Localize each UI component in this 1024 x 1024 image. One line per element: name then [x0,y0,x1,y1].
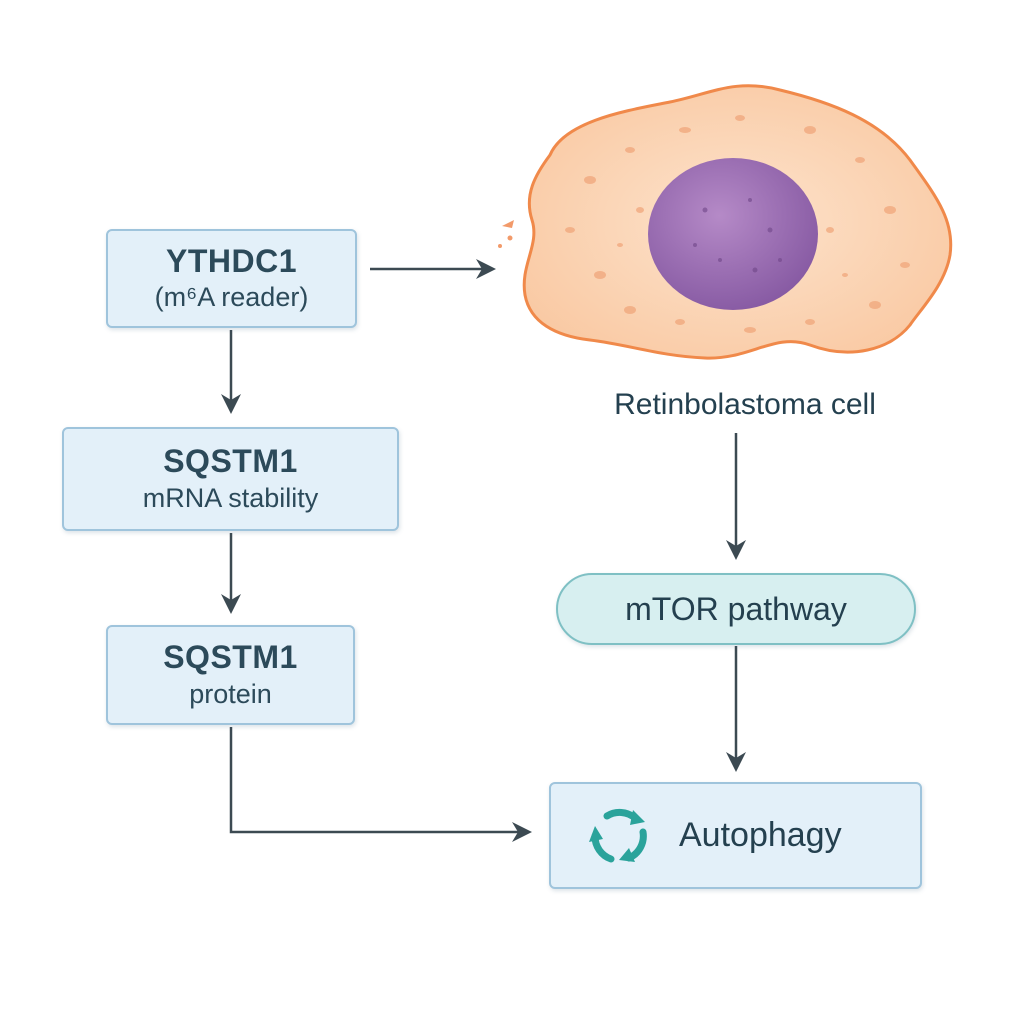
cell-caption: Retinbolastoma cell [614,388,876,421]
nucleus-chromatin [693,198,782,273]
sqstm1-mrna-node: SQSTM1 mRNA stability [62,427,399,531]
autophagy-node: Autophagy [549,782,922,889]
cell-nucleus [648,158,818,310]
sqstm1-protein-subtitle: protein [189,678,272,709]
sqstm1-mrna-subtitle: mRNA stability [142,482,319,513]
mtor-label: mTOR pathway [625,590,847,627]
ythdc1-subtitle: (m⁶A reader) [154,282,309,313]
cytoplasm-granules [565,115,910,333]
ythdc1-node: YTHDC1 (m⁶A reader) [106,229,357,328]
autophagy-label: Autophagy [679,816,842,854]
mtor-pathway-node: mTOR pathway [556,573,916,645]
retinoblastoma-cell-illustration [498,84,953,360]
sqstm1-mrna-title: SQSTM1 [163,443,298,480]
ythdc1-title: YTHDC1 [165,242,297,279]
sqstm1-protein-node: SQSTM1 protein [106,625,355,725]
arrow-protein-to-autophagy [229,727,532,842]
recycle-icon [589,808,647,862]
membrane-bleb [498,220,514,248]
sqstm1-protein-title: SQSTM1 [163,639,298,676]
